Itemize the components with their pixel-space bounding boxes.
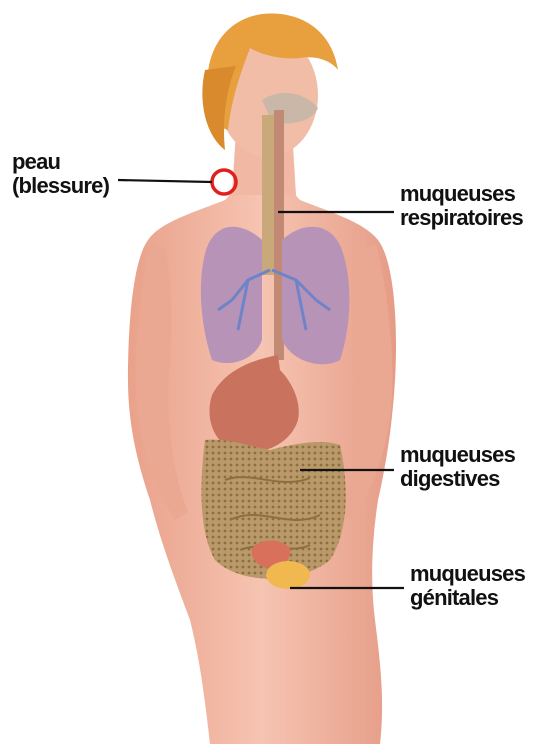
leader-line-skin	[118, 180, 212, 182]
label-digestive-line1: muqueuses	[400, 443, 515, 467]
label-skin: peau (blessure)	[12, 150, 109, 198]
label-skin-line2: (blessure)	[12, 174, 109, 198]
label-respiratory-line2: respiratoires	[400, 206, 523, 230]
wound-circle	[212, 170, 236, 194]
label-digestive: muqueuses digestives	[400, 443, 515, 491]
label-respiratory-line1: muqueuses	[400, 182, 523, 206]
label-digestive-line2: digestives	[400, 467, 515, 491]
label-genital-line1: muqueuses	[410, 562, 525, 586]
label-respiratory: muqueuses respiratoires	[400, 182, 523, 230]
label-genital: muqueuses génitales	[410, 562, 525, 610]
label-skin-line1: peau	[12, 150, 109, 174]
label-genital-line2: génitales	[410, 586, 525, 610]
